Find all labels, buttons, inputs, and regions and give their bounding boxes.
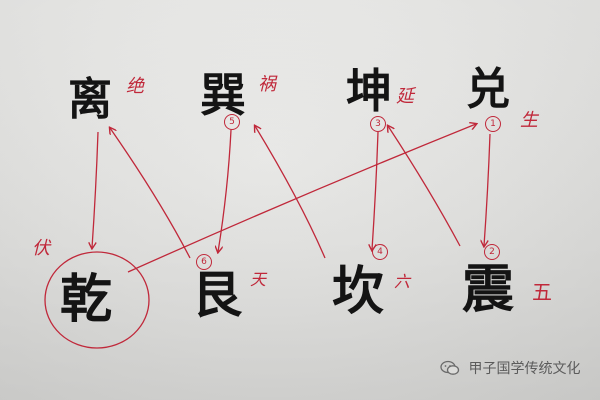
trigram-kan: 坎 (332, 261, 384, 322)
note-xun: 祸 (258, 74, 276, 95)
arrow-gen-to-li (110, 128, 191, 259)
trigram-zhen: 震 (462, 259, 514, 320)
order-mark-kun: 3 (370, 116, 386, 132)
arrow-kan-to-xun (255, 126, 326, 259)
trigram-li: 离 (68, 74, 112, 125)
trigram-gen: 艮 (192, 265, 242, 324)
watermark: 甲子国学传统文化 (440, 358, 600, 382)
order-mark-zhen: 2 (484, 244, 500, 260)
arrow-kun-to-kan (372, 131, 379, 250)
arrow-qian-to-dui (127, 124, 476, 273)
wechat-icon (440, 360, 460, 375)
arrow-dui-to-zhen (484, 133, 491, 246)
note-kan: 六 (394, 272, 411, 291)
arrow-zhen-to-kun (388, 126, 461, 247)
order-mark-kan: 4 (372, 244, 388, 260)
note-qian: 伏 (32, 238, 50, 259)
order-mark-xun: 5 (224, 114, 240, 130)
note-li: 绝 (126, 76, 144, 97)
trigram-xun: 巽 (200, 68, 246, 122)
note-kun: 延 (396, 86, 414, 107)
trigram-kun: 坤 (346, 64, 392, 118)
order-mark-gen: 6 (196, 254, 212, 270)
trigram-qian: 乾 (60, 269, 112, 330)
arrow-li-to-qian (92, 131, 99, 248)
note-zhen: 五 (532, 280, 552, 304)
note-dui: 生 (520, 110, 538, 131)
trigram-dui: 兑 (466, 64, 510, 115)
watermark-text: 甲子国学传统文化 (468, 361, 581, 377)
arrow-xun-to-gen (218, 129, 232, 252)
qian-circle (44, 251, 150, 349)
order-mark-dui: 1 (485, 116, 501, 132)
note-gen: 天 (250, 270, 267, 289)
